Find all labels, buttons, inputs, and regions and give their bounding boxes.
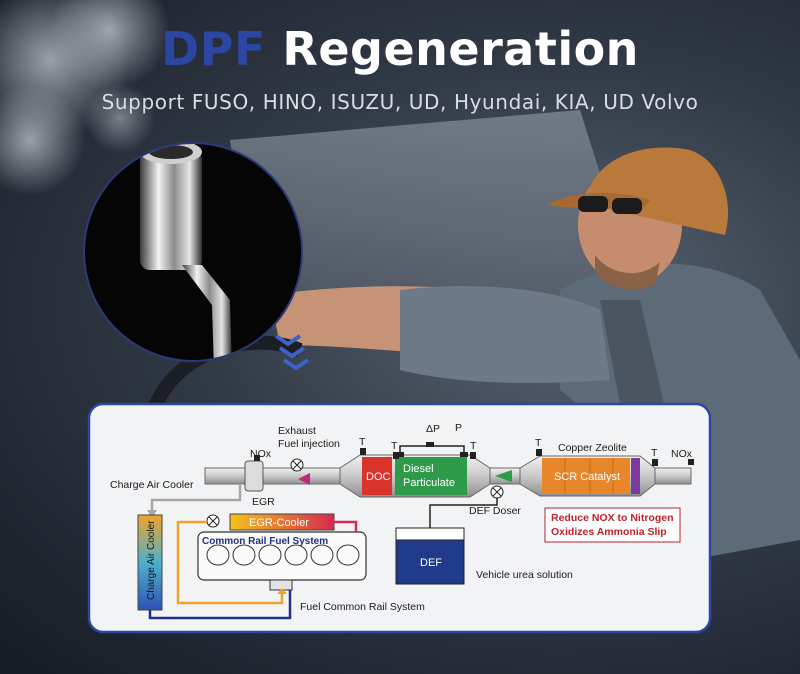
brand-support-subtitle: Support FUSO, HINO, ISUZU, UD, Hyundai, … — [101, 90, 699, 114]
egr-valve — [244, 460, 264, 492]
charge-air-cooler-vertical-label: Charge Air Cooler — [146, 520, 157, 600]
fuel-injection-label: Fuel injection — [278, 438, 340, 450]
t-mark: T — [651, 447, 658, 459]
def-tank-label: DEF — [420, 557, 442, 569]
nox-info-box — [544, 507, 681, 543]
delta-p-label: ΔP — [426, 423, 440, 435]
t-mark: T — [359, 436, 366, 448]
headline-dpf: DPF — [161, 22, 266, 76]
nox-out-label: NOx — [671, 448, 693, 460]
common-rail-label: Common Rail Fuel System — [202, 536, 328, 547]
doc-block — [362, 457, 392, 495]
nox-in-label: NOx — [250, 448, 272, 460]
exhaust-pipe-inset — [83, 83, 303, 362]
headline: DPF Regeneration — [0, 22, 800, 76]
reduce-nox-label: Reduce NOX to Nitrogen — [551, 512, 674, 524]
charge-air-cooler-block — [137, 514, 163, 611]
t-mark: T — [535, 437, 542, 449]
exhaust-label: Exhaust — [278, 425, 316, 437]
copper-zeolite-label: Copper Zeolite — [558, 442, 627, 454]
diesel-label: Diesel — [403, 463, 434, 475]
headline-regeneration: Regeneration — [282, 22, 639, 76]
egr-cooler-label: EGR-Cooler — [249, 517, 309, 529]
def-doser-label: DEF Doser — [469, 505, 521, 517]
scr-catalyst-label: SCR Catalyst — [554, 471, 620, 483]
p-label: P — [455, 422, 462, 434]
particulate-label: Particulate — [403, 477, 455, 489]
fuel-common-rail-label: Fuel Common Rail System — [300, 601, 425, 613]
exhaust-pipe — [204, 467, 341, 485]
egr-label: EGR — [252, 496, 275, 508]
scr-catalyst-block — [542, 458, 630, 494]
urea-label: Vehicle urea solution — [476, 569, 573, 581]
t-mark: T — [391, 440, 398, 452]
oxidizes-ammonia-label: Oxidizes Ammonia Slip — [551, 526, 667, 538]
doc-label: DOC — [366, 471, 391, 483]
t-mark: T — [470, 440, 477, 452]
charge-air-cooler-label: Charge Air Cooler — [110, 479, 194, 491]
dpf-block — [395, 457, 467, 495]
chevron-icon — [274, 334, 310, 371]
